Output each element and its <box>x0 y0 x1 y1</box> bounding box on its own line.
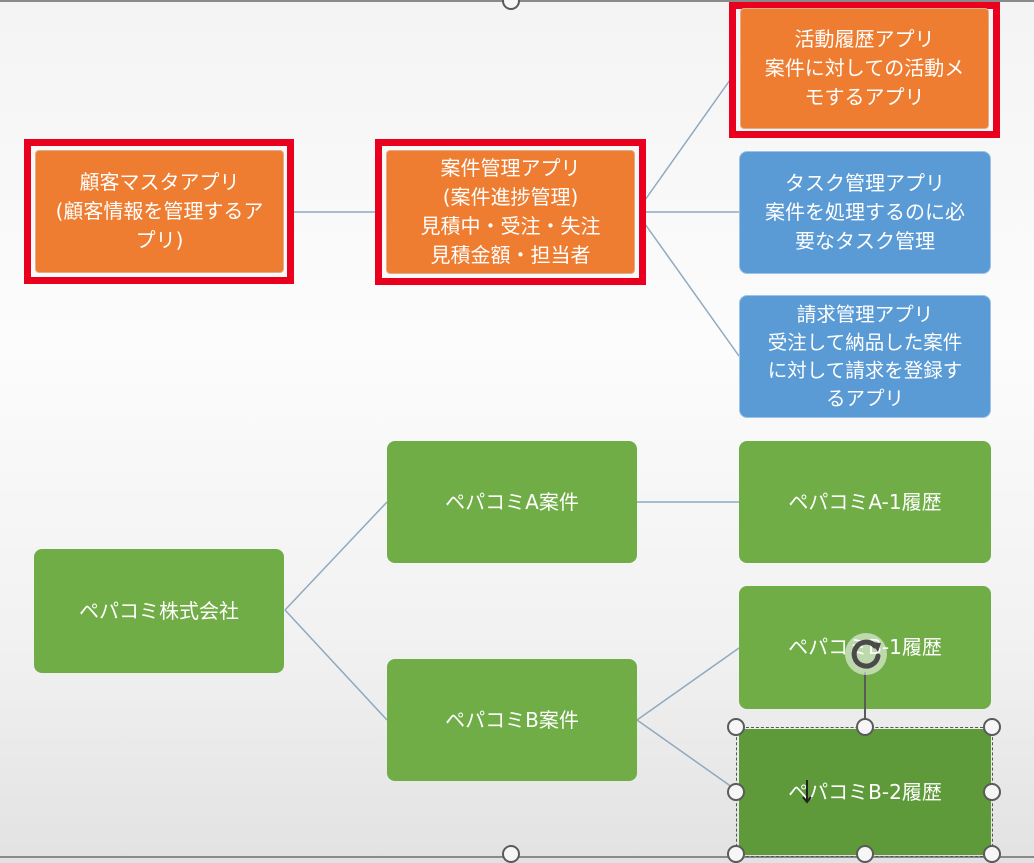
deal-b-label: ペパコミB案件 <box>445 707 579 732</box>
history-a1-label: ペパコミA-1履歴 <box>788 489 942 514</box>
connector-company-deal-b <box>284 609 388 721</box>
rotation-stem <box>864 672 866 728</box>
connector-deal-billing <box>644 223 740 357</box>
resize-handle-bottom[interactable] <box>856 845 874 863</box>
resize-handle-bottom-left[interactable] <box>727 845 745 863</box>
billing-app-box[interactable]: 請求管理アプリ 受注して納品した案件 に対して請求を登録す るアプリ <box>739 295 991 418</box>
resize-handle-top[interactable] <box>856 718 874 736</box>
connector-deal-b-history-b1 <box>636 647 740 721</box>
connector-deal-b-history-b2 <box>636 719 740 793</box>
slide-handle-top[interactable] <box>502 0 520 10</box>
connector-company-deal-a <box>284 501 388 611</box>
customer-app-box[interactable]: 顧客マスタアプリ (顧客情報を管理するア プリ) <box>35 150 284 273</box>
deal-app-label: 案件管理アプリ (案件進捗管理) 見積中・受注・失注 見積金額・担当者 <box>420 156 601 267</box>
company-box[interactable]: ペパコミ株式会社 <box>34 549 284 673</box>
history-a1-box[interactable]: ペパコミA-1履歴 <box>739 441 991 563</box>
resize-handle-bottom-right[interactable] <box>983 845 1001 863</box>
deal-a-label: ペパコミA案件 <box>445 489 579 514</box>
activity-app-box[interactable]: 活動履歴アプリ 案件に対しての活動メ モするアプリ <box>740 8 989 129</box>
slide-handle-bottom[interactable] <box>502 845 520 863</box>
resize-handle-left[interactable] <box>727 783 745 801</box>
rotate-handle-icon[interactable] <box>845 633 887 675</box>
deal-b-box[interactable]: ペパコミB案件 <box>387 659 637 781</box>
task-app-label: タスク管理アプリ 案件を処理するのに必 要なタスク管理 <box>765 171 965 253</box>
company-label: ペパコミ株式会社 <box>79 598 239 623</box>
history-b2-label: ペパコミB-2履歴 <box>788 779 942 804</box>
selection-outline <box>736 727 993 857</box>
resize-handle-right[interactable] <box>983 783 1001 801</box>
customer-app-label: 顧客マスタアプリ (顧客情報を管理するア プリ) <box>55 170 264 252</box>
highlight-frame-customer <box>24 139 294 284</box>
resize-handle-top-right[interactable] <box>983 718 1001 736</box>
highlight-frame-activity <box>729 2 1000 138</box>
highlight-frame-deal <box>375 139 646 285</box>
activity-app-label: 活動履歴アプリ 案件に対しての活動メ モするアプリ <box>764 27 965 109</box>
billing-app-label: 請求管理アプリ 受注して納品した案件 に対して請求を登録す るアプリ <box>767 302 963 410</box>
connector-deal-activity <box>644 79 731 201</box>
move-cursor-icon <box>800 778 814 808</box>
resize-handle-top-left[interactable] <box>727 718 745 736</box>
task-app-box[interactable]: タスク管理アプリ 案件を処理するのに必 要なタスク管理 <box>739 151 991 274</box>
deal-app-box[interactable]: 案件管理アプリ (案件進捗管理) 見積中・受注・失注 見積金額・担当者 <box>386 150 635 274</box>
deal-a-box[interactable]: ペパコミA案件 <box>387 441 637 563</box>
history-b2-box[interactable]: ペパコミB-2履歴 <box>739 729 991 855</box>
